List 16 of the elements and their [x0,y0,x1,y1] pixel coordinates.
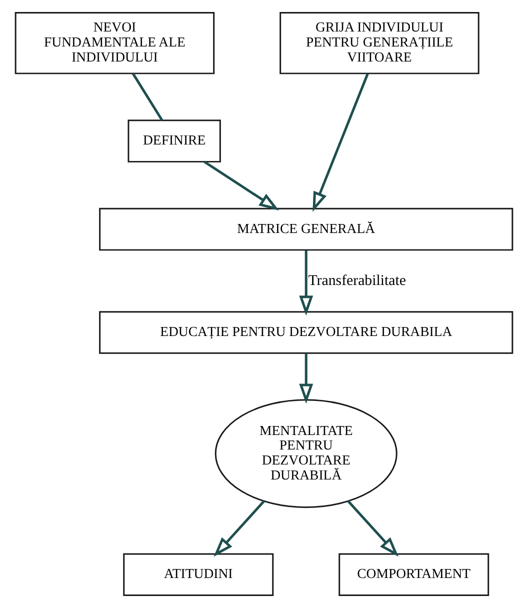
arrow [346,500,398,557]
arrow [298,250,313,316]
node-box: COMPORTAMENT [338,553,489,596]
node-box: MATRICE GENERALĂ [98,208,513,251]
node-ellipse: MENTALITATE PENTRU DEZVOLTARE DURABILĂ [214,399,397,508]
node-box: ATITUDINI [122,553,274,596]
arrow [213,500,265,557]
node-box: NEVOI FUNDAMENTALE ALE INDIVIDULUI [14,12,214,74]
node-box: EDUCAȚIE PENTRU DEZVOLTARE DURABILA [98,311,513,354]
arrow [312,73,368,212]
edge-label: Transferabilitate [308,272,406,289]
connector [131,72,163,121]
node-box: GRIJA INDIVIDULUI PENTRU GENERAȚIILE VIITOARE [279,12,479,74]
node-box: DEFINIRE [127,120,220,162]
arrow [298,353,313,404]
arrow [203,160,279,211]
